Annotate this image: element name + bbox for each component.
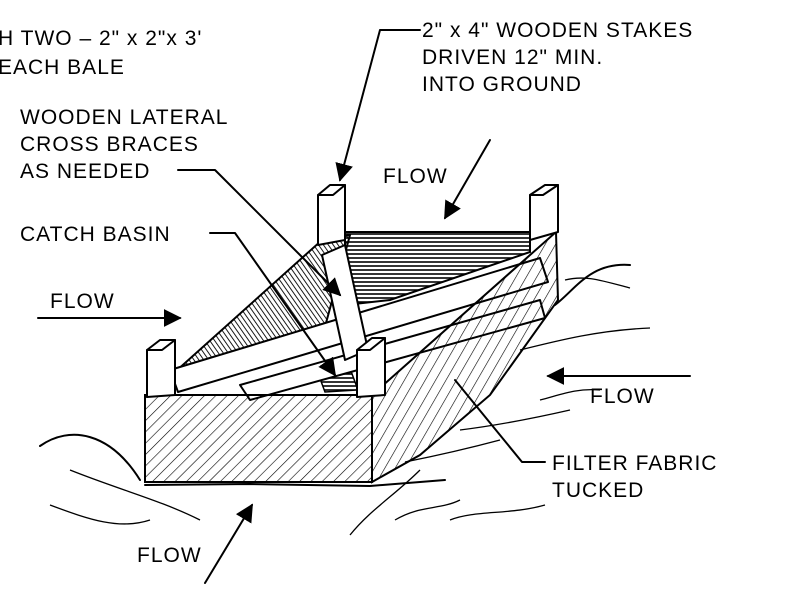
filter-fabric-label: FILTER FABRIC TUCKED <box>552 452 724 502</box>
flow-arrow-bottom <box>204 503 253 584</box>
leader-lines <box>177 29 546 463</box>
cross-braces-label: WOODEN LATERAL CROSS BRACES AS NEEDED <box>20 106 235 183</box>
stakes-per-bale-label: H TWO – 2" x 2"x 3' EACH BALE <box>0 27 209 79</box>
flow-label-right: FLOW <box>590 385 655 408</box>
flow-label-left: FLOW <box>50 290 115 313</box>
stakes <box>146 184 559 398</box>
ground-contours <box>39 263 651 536</box>
catch-basin-label: CATCH BASIN <box>20 223 171 246</box>
front-bale <box>144 394 373 483</box>
flow-label-bottom: FLOW <box>137 544 202 567</box>
flow-arrow-top <box>444 139 491 220</box>
flow-label-top: FLOW <box>383 165 448 188</box>
wooden-stakes-label: 2" x 4" WOODEN STAKES DRIVEN 12" MIN. IN… <box>422 19 700 96</box>
flow-arrows <box>37 139 691 584</box>
